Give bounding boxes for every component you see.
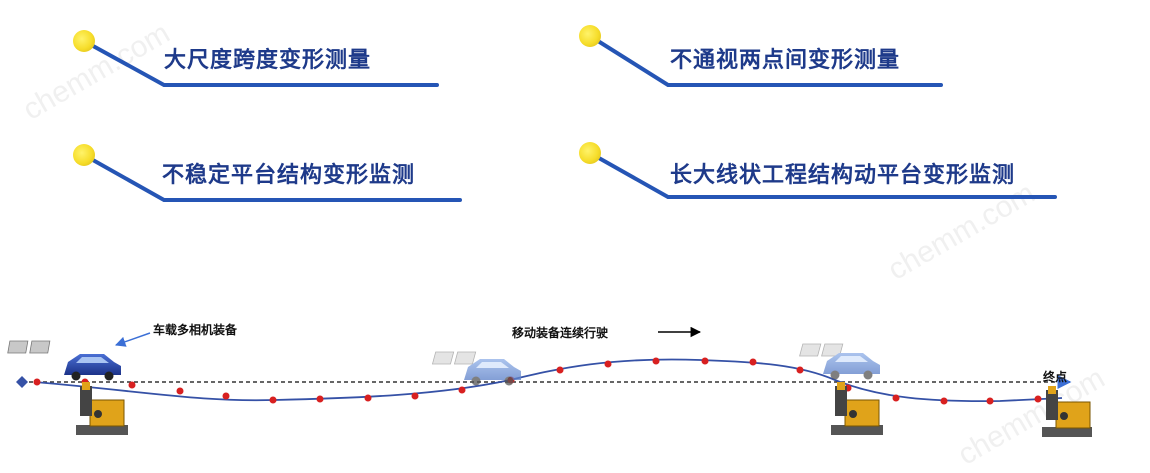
survey-marker bbox=[604, 360, 612, 368]
vehicle-start-icon bbox=[7, 340, 121, 381]
survey-marker bbox=[411, 392, 419, 400]
survey-marker bbox=[316, 395, 324, 403]
callout-line-3 bbox=[82, 153, 462, 202]
survey-marker bbox=[749, 358, 757, 366]
survey-marker bbox=[940, 397, 948, 405]
callout-dot-icon bbox=[73, 30, 95, 52]
survey-markers bbox=[33, 357, 1042, 405]
callout-label-non-intervisible: 不通视两点间变形测量 bbox=[670, 48, 901, 73]
callout-label-linear-structure: 长大线状工程结构动平台变形监测 bbox=[670, 163, 1016, 188]
callout-line-4 bbox=[588, 151, 1057, 199]
start-diamond-icon bbox=[16, 376, 28, 388]
survey-marker bbox=[33, 378, 41, 386]
callout-dot-icon bbox=[73, 144, 95, 166]
callout-line-1 bbox=[82, 39, 439, 87]
survey-marker bbox=[222, 392, 230, 400]
survey-marker bbox=[986, 397, 994, 405]
survey-marker bbox=[652, 357, 660, 365]
survey-marker bbox=[364, 394, 372, 402]
survey-marker bbox=[556, 366, 564, 374]
deformation-curve bbox=[34, 358, 1063, 403]
callout-dot-icon bbox=[579, 142, 601, 164]
instrument-end-icon bbox=[1042, 386, 1092, 437]
vehicle-moving-icon-2 bbox=[799, 343, 880, 380]
survey-marker bbox=[458, 386, 466, 394]
vehicle-label-pointer bbox=[115, 332, 151, 347]
survey-marker bbox=[796, 366, 804, 374]
survey-marker bbox=[176, 387, 184, 395]
callout-dot-icon bbox=[579, 25, 601, 47]
callout-label-unstable-platform: 不稳定平台结构变形监测 bbox=[162, 163, 416, 188]
vehicle-moving-icon bbox=[431, 351, 521, 386]
survey-marker bbox=[892, 394, 900, 402]
callout-label-large-span: 大尺度跨度变形测量 bbox=[164, 48, 372, 73]
survey-marker bbox=[269, 396, 277, 404]
callout-line-2 bbox=[588, 34, 943, 87]
survey-marker bbox=[128, 381, 136, 389]
vehicle-label: 车载多相机装备 bbox=[153, 323, 238, 337]
survey-marker bbox=[701, 357, 709, 365]
instrument-mid-icon bbox=[831, 382, 883, 435]
instrument-start-icon bbox=[76, 382, 128, 435]
motion-label: 移动装备连续行驶 bbox=[512, 326, 609, 340]
survey-marker bbox=[1034, 395, 1042, 403]
end-label: 终点 bbox=[1043, 370, 1068, 384]
